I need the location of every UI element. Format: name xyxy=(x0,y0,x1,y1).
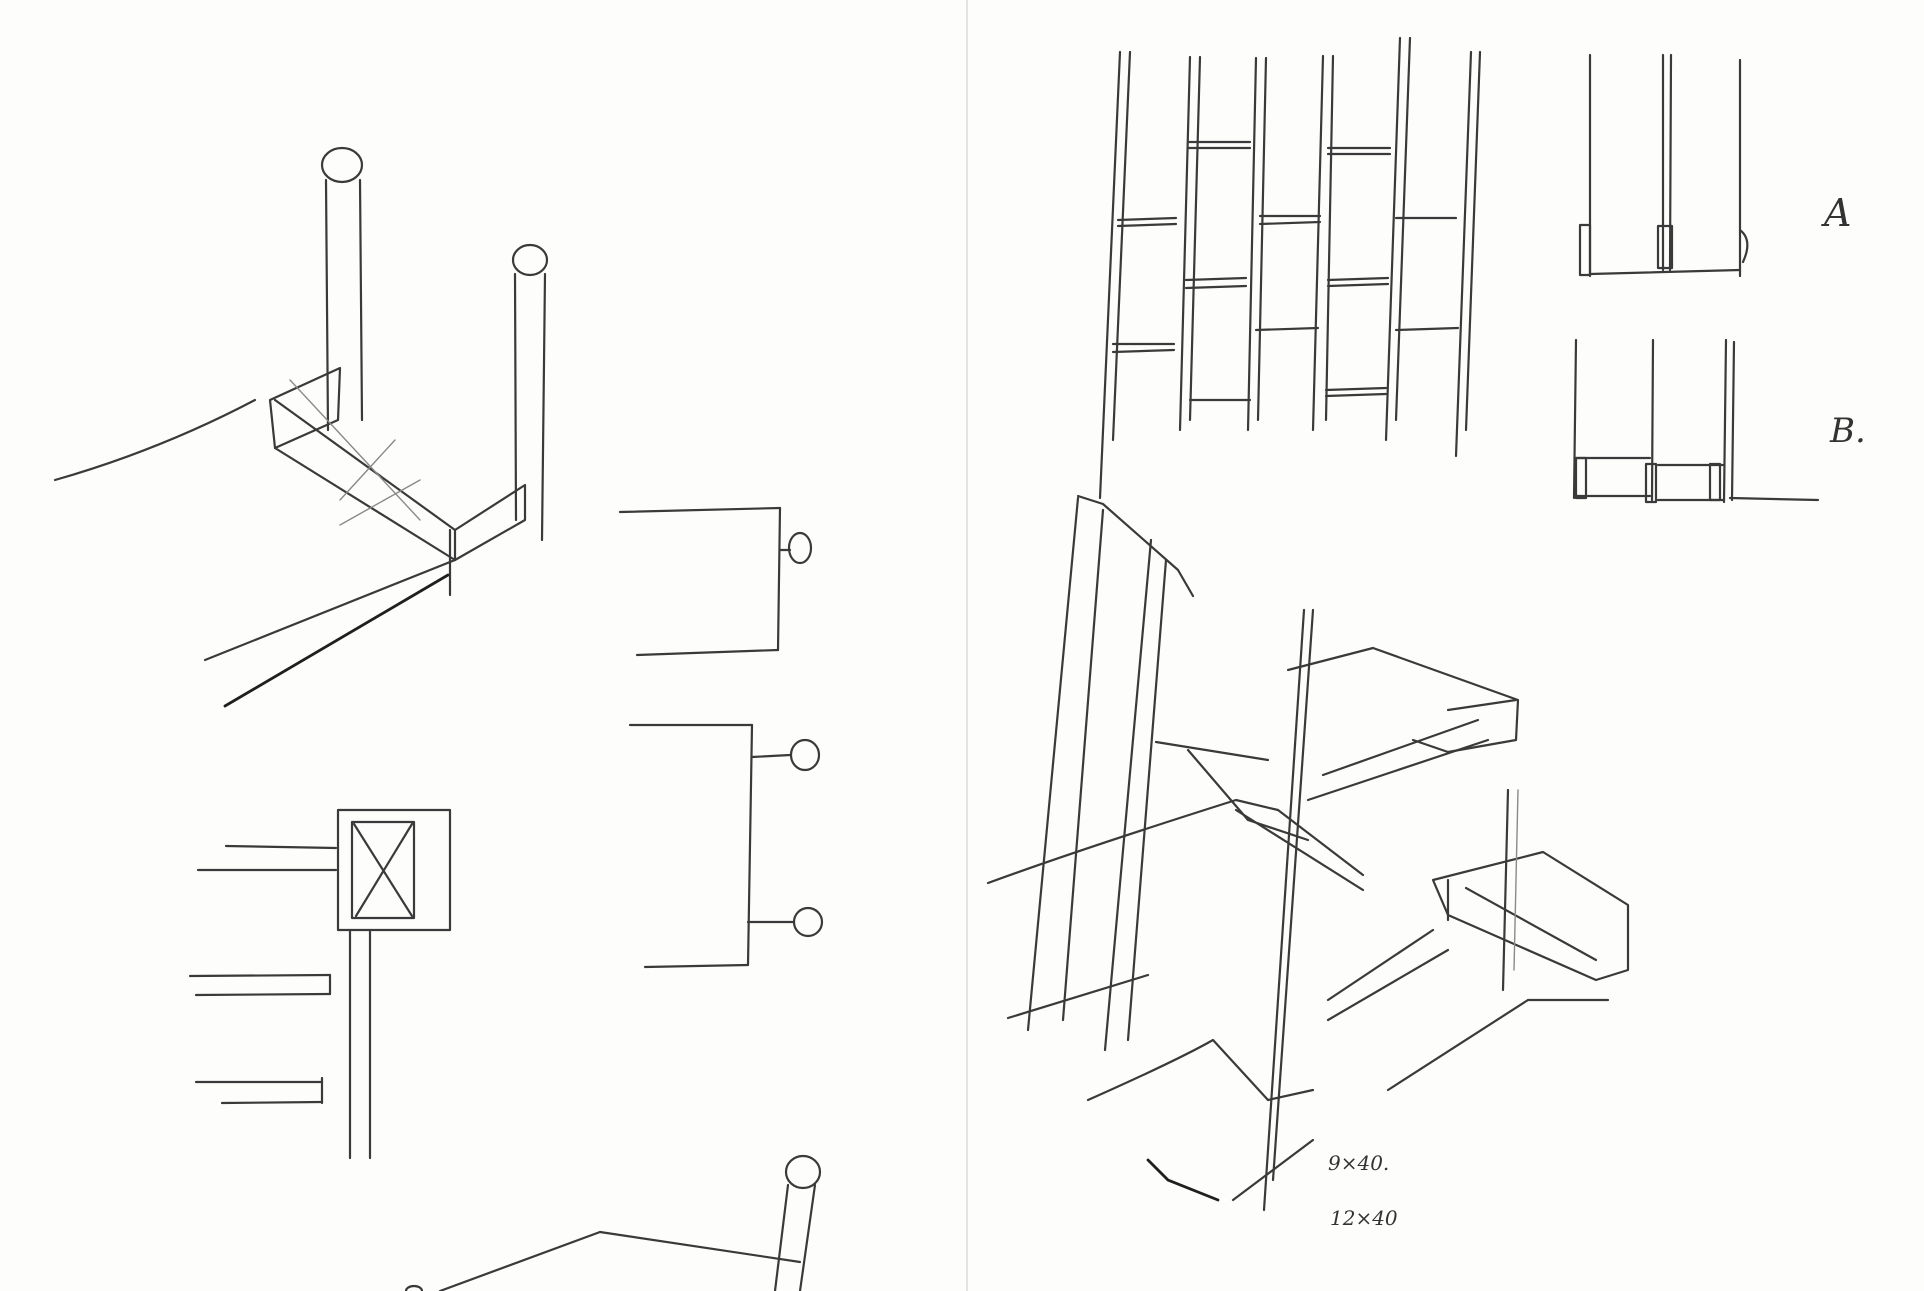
left-page xyxy=(53,146,824,1291)
sketch-partial-post-bottom xyxy=(404,1154,822,1291)
label-a: A xyxy=(1821,191,1851,235)
sketch-detail-a: A xyxy=(1578,53,1851,278)
sketch-detail-b: B. xyxy=(1572,338,1866,504)
sketch-elevation-post-with-ball-top xyxy=(618,506,813,657)
sketch-isometric-box-detail xyxy=(1286,646,1520,802)
sketch-isometric-table-with-round-posts xyxy=(53,146,549,708)
sketch-elevation-ladder-shelving xyxy=(1098,36,1482,500)
sketch-isometric-tray-detail xyxy=(1326,788,1630,1092)
page-gutter xyxy=(966,0,968,1291)
label-b: B. xyxy=(1829,411,1866,451)
sketch-isometric-shelf-frame: 9×40. 12×40 xyxy=(986,494,1398,1230)
dimension-upper: 9×40. xyxy=(1328,1151,1389,1175)
right-page: A B. xyxy=(968,0,1924,1291)
sketch-plan-post-with-cross-box xyxy=(188,808,452,1160)
dimension-lower: 12×40 xyxy=(1330,1206,1398,1230)
sketch-elevation-post-with-two-balls xyxy=(628,723,824,969)
